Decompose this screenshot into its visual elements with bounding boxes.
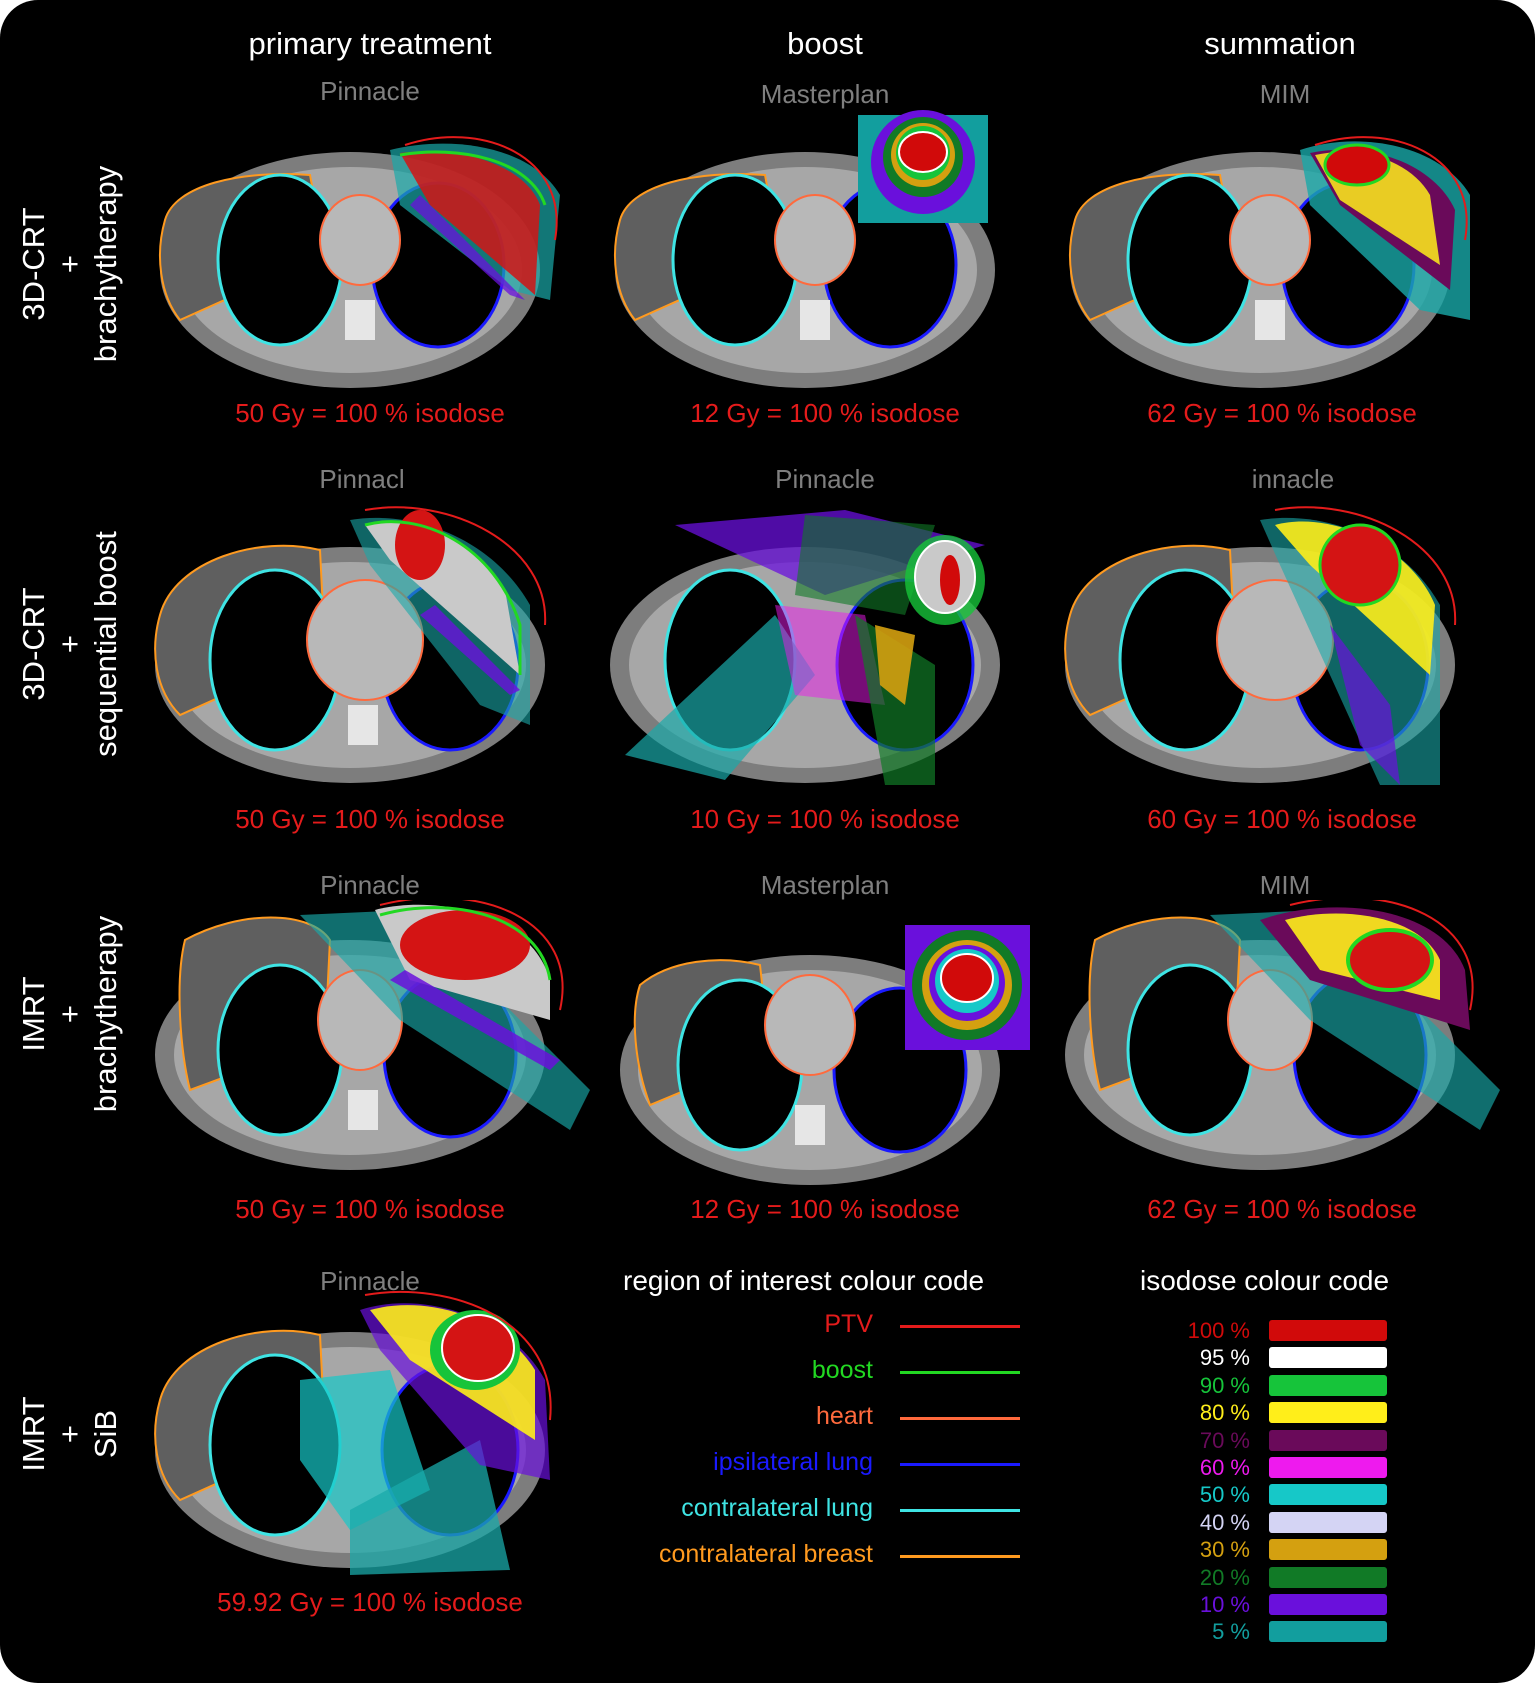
dose-label-r1c1: 50 Gy = 100 % isodose	[235, 398, 505, 428]
isodose-legend-label: 10 %	[1199, 1592, 1250, 1617]
software-label-r2c3: innacle	[1251, 464, 1335, 494]
isodose-legend-label: 50 %	[1199, 1482, 1250, 1508]
isodose-legend-swatch	[1269, 1566, 1387, 1588]
column-title-primary: primary treatment	[248, 26, 492, 61]
isodose-legend-label: 80 %	[1199, 1400, 1250, 1426]
ct-slice-r2c1	[154, 506, 547, 783]
isodose-legend-swatch	[1269, 1429, 1387, 1451]
software-label-r3c2: Masterplan	[760, 870, 890, 900]
isodose-legend-swatch	[1269, 1347, 1387, 1369]
roi-legend-line	[900, 1325, 1020, 1328]
software-label-r2c1: Pinnacl	[319, 464, 405, 494]
software-label-r1c1: Pinnacle	[320, 76, 420, 106]
dose-label-r3c1: 50 Gy = 100 % isodose	[235, 1194, 505, 1224]
column-title-boost: boost	[787, 26, 863, 61]
roi-legend-label: boost	[811, 1356, 873, 1384]
ct-slice-r4c1	[154, 1291, 552, 1575]
isodose-legend-swatch	[1269, 1511, 1387, 1533]
roi-legend-label: heart	[816, 1402, 873, 1430]
row-label-2: 3D-CRT+sequential boost	[16, 531, 123, 757]
dose-label-r1c2: 12 Gy = 100 % isodose	[690, 398, 960, 428]
isodose-legend-swatch	[1269, 1594, 1387, 1615]
isodose-legend-swatch	[1269, 1402, 1387, 1424]
ct-slice-r3c2	[620, 925, 1030, 1185]
isodose-legend-title: isodose colour code	[1140, 1265, 1390, 1296]
row-label-4: IMRT+SiB	[16, 1396, 123, 1472]
isodose-legend-label: 70 %	[1199, 1427, 1250, 1453]
isodose-legend-label: 20 %	[1199, 1564, 1250, 1590]
roi-legend-line	[900, 1555, 1020, 1558]
ct-slice-r1c3	[1069, 136, 1470, 388]
isodose-legend-label: 95 %	[1199, 1345, 1250, 1371]
roi-legend-line	[900, 1463, 1020, 1466]
isodose-legend-swatch	[1269, 1374, 1387, 1396]
dose-label-r2c3: 60 Gy = 100 % isodose	[1147, 804, 1417, 834]
isodose-legend-label: 60 %	[1199, 1455, 1250, 1480]
isodose-legend-label: 30 %	[1199, 1537, 1250, 1563]
dose-label-r3c3: 62 Gy = 100 % isodose	[1147, 1194, 1417, 1224]
software-label-r1c3: MIM	[1259, 79, 1311, 109]
isodose-legend-swatch	[1269, 1457, 1387, 1478]
roi-legend-line	[900, 1417, 1020, 1420]
isodose-legend-swatch	[1269, 1484, 1387, 1506]
ct-slice-r2c2	[610, 510, 1000, 785]
software-label-r3c3: MIM	[1259, 870, 1311, 900]
roi-legend-label: PTV	[824, 1310, 873, 1338]
roi-legend-label: contralateral lung	[681, 1494, 873, 1522]
isodose-legend-swatch	[1269, 1539, 1387, 1561]
roi-legend-line	[900, 1371, 1020, 1374]
dose-label-r2c1: 50 Gy = 100 % isodose	[235, 804, 505, 834]
isodose-legend-label: 40 %	[1199, 1509, 1250, 1535]
row-label-3: IMRT+brachytherapy	[16, 915, 123, 1113]
dose-label-r3c2: 12 Gy = 100 % isodose	[690, 1194, 960, 1224]
isodose-legend-label: 5 %	[1212, 1619, 1250, 1645]
ct-slice-r2c3	[1064, 506, 1457, 785]
isodose-legend-swatch	[1269, 1621, 1387, 1643]
dose-label-r4c1: 59.92 Gy = 100 % isodose	[217, 1587, 523, 1617]
ct-slice-r1c2	[614, 110, 995, 388]
software-label-r2c2: Pinnacle	[775, 464, 875, 494]
isodose-legend-swatch	[1269, 1320, 1387, 1341]
row-label-1: 3D-CRT+brachytherapy	[16, 165, 123, 363]
dose-label-r1c3: 62 Gy = 100 % isodose	[1147, 398, 1417, 428]
software-label-r1c2: Masterplan	[760, 79, 890, 109]
dose-label-r2c2: 10 Gy = 100 % isodose	[690, 804, 960, 834]
isodose-legend-label: 100 %	[1187, 1318, 1250, 1343]
isodose-legend-label: 90 %	[1199, 1372, 1250, 1398]
roi-legend-line	[900, 1509, 1020, 1512]
software-label-r3c1: Pinnacle	[320, 870, 420, 900]
roi-legend-label: contralateral breast	[658, 1540, 873, 1568]
ct-slice-r3c1	[155, 900, 590, 1170]
roi-legend-title: region of interest colour code	[623, 1265, 985, 1296]
column-title-summation: summation	[1204, 26, 1356, 61]
ct-slice-r1c1	[159, 136, 560, 388]
ct-slice-r3c3	[1065, 900, 1500, 1170]
roi-legend-label: ipsilateral lung	[713, 1448, 873, 1476]
